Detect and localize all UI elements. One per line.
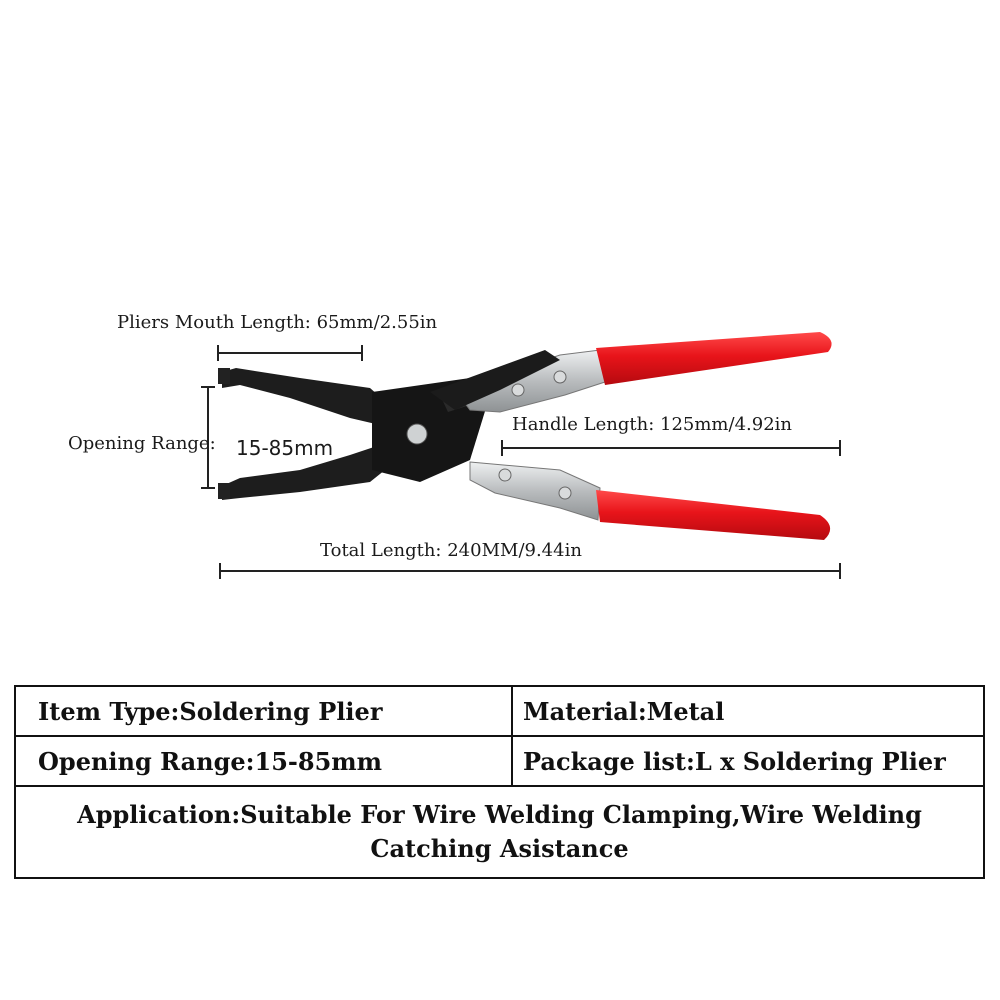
lower-jaw-tip bbox=[218, 483, 230, 499]
handle-length-label: Handle Length: 125mm/4.92in bbox=[512, 414, 792, 435]
material-cell: Material:Metal bbox=[523, 696, 725, 726]
item-type-cell: Item Type:Soldering Plier bbox=[16, 687, 513, 735]
spec-row: Opening Range:15-85mm Package list:L x S… bbox=[16, 737, 983, 787]
mouth-dimension-line bbox=[217, 345, 363, 361]
total-dimension-line bbox=[219, 563, 841, 579]
total-length-label: Total Length: 240MM/9.44in bbox=[320, 540, 582, 561]
lower-handle-steel bbox=[469, 461, 601, 521]
spec-row: Application:Suitable For Wire Welding Cl… bbox=[16, 787, 983, 877]
upper-grip bbox=[596, 332, 832, 385]
opening-range-cell: Opening Range:15-85mm bbox=[16, 737, 513, 785]
mouth-length-label: Pliers Mouth Length: 65mm/2.55in bbox=[117, 312, 438, 333]
application-cell: Application:Suitable For Wire Welding Cl… bbox=[77, 800, 922, 863]
opening-range-value: 15-85mm bbox=[236, 436, 334, 460]
upper-jaw-tip bbox=[218, 368, 230, 384]
lower-grip bbox=[596, 490, 831, 540]
spec-table: Item Type:Soldering Plier Material:Metal… bbox=[14, 685, 985, 879]
package-list-cell: Package list:L x Soldering Plier bbox=[523, 746, 946, 776]
opening-range-label: Opening Range: bbox=[68, 433, 216, 454]
upper-handle-dark bbox=[430, 350, 560, 410]
upper-handle-steel bbox=[454, 349, 606, 413]
opening-dimension-line bbox=[201, 386, 215, 489]
lower-jaw bbox=[222, 445, 395, 500]
upper-jaw bbox=[222, 368, 395, 425]
spec-row: Item Type:Soldering Plier Material:Metal bbox=[16, 687, 983, 737]
handle-dimension-line bbox=[501, 440, 841, 456]
pivot-screw bbox=[406, 423, 428, 445]
